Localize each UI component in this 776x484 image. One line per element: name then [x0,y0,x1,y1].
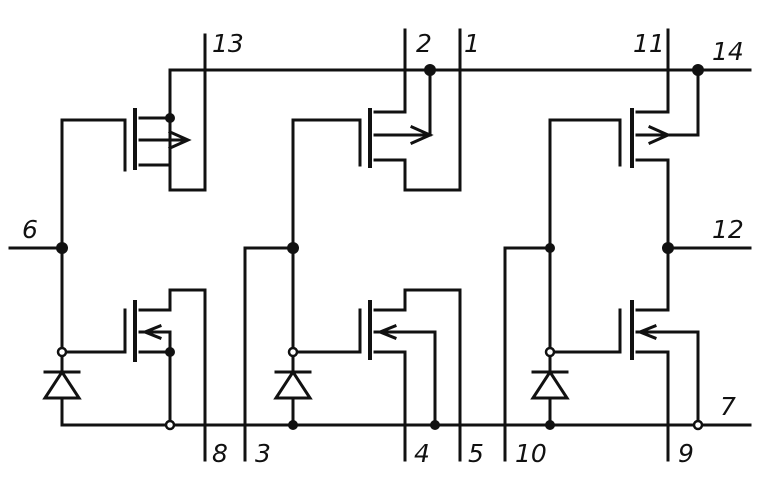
pin-label-12: 12 [712,215,744,244]
pin-label-11: 11 [633,29,665,58]
pin-label-2: 2 [416,29,432,58]
inverter-stage-2 [243,28,462,462]
pin-label-5: 5 [468,439,484,468]
pin-label-3: 3 [255,439,271,468]
inverter-stage-3 [503,28,752,462]
pin-label-8: 8 [212,439,228,468]
pin-label-4: 4 [414,439,430,468]
pin-label-1: 1 [464,29,480,58]
inverter-stage-1 [8,33,207,462]
pin-label-14: 14 [712,37,744,66]
pin-label-10: 10 [515,439,547,468]
pin-label-13: 13 [212,29,244,58]
pin-label-9: 9 [678,439,694,468]
pin-label-6: 6 [22,215,38,244]
pin-label-7: 7 [720,392,736,421]
